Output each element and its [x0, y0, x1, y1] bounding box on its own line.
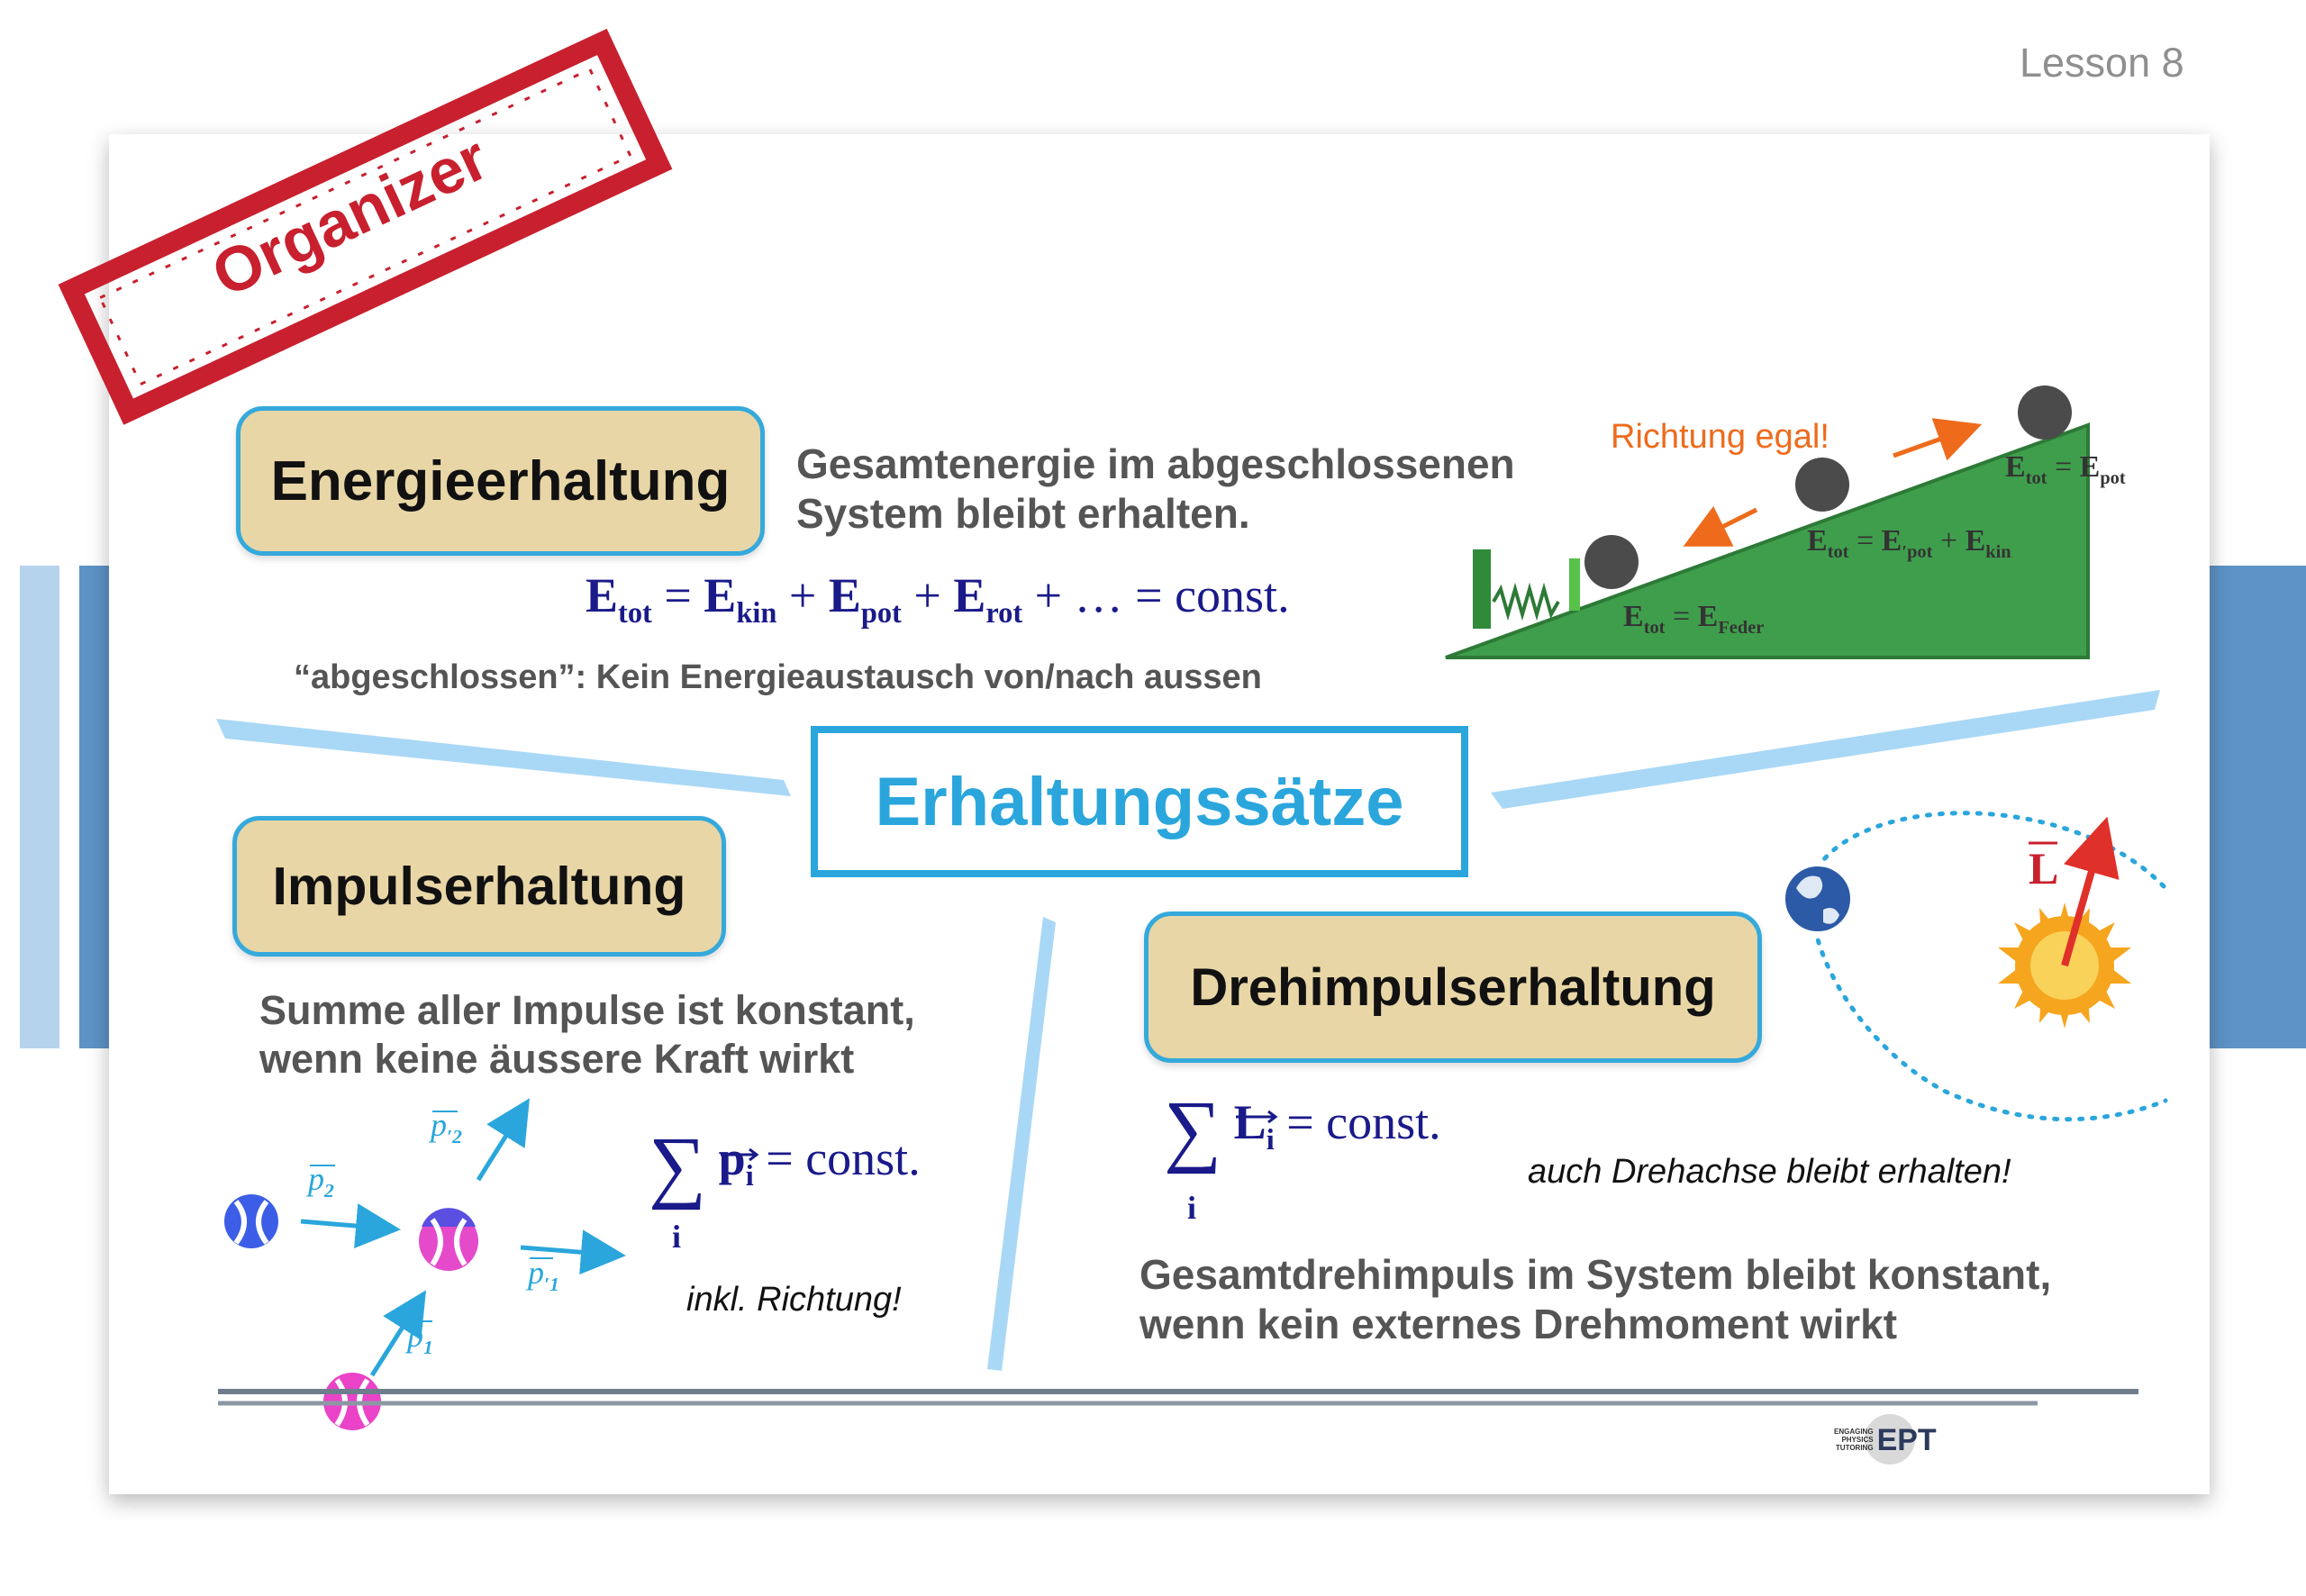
momentum-note: inkl. Richtung! — [686, 1281, 902, 1319]
ept-logo-mark: EPT — [1876, 1423, 1937, 1457]
momentum-desc-line2: wenn keine äussere Kraft wirkt — [259, 1036, 855, 1082]
arrow-orange-down — [1683, 505, 1758, 547]
angular-formula: ∑ Li = const. — [1164, 1085, 1441, 1174]
ball-bottom — [1584, 535, 1639, 589]
vector-p2: p2 — [308, 1161, 334, 1202]
vector-L-label: L — [2029, 843, 2059, 893]
orbit-path — [1809, 811, 2168, 1122]
slide-title: Erhaltungssätze — [875, 763, 1404, 840]
earth-icon — [1780, 861, 1856, 937]
connector-left — [216, 719, 791, 796]
momentum-desc-line1: Summe aller Impulse ist konstant, — [259, 987, 915, 1033]
right-stripe-dark — [2205, 566, 2306, 1048]
angular-desc-line1: Gesamtdrehimpuls im System bleibt konsta… — [1139, 1251, 2052, 1298]
angular-sum-index: i — [1187, 1190, 1197, 1226]
energy-formula: Etot = Ekin + Epot + Erot + … = const. — [586, 568, 1290, 630]
ept-logo: ENGAGING PHYSICS TUTORING EPT — [1834, 1423, 1937, 1458]
angular-desc-line2: wenn kein externes Drehmoment wirkt — [1139, 1301, 1898, 1348]
incline-diagram — [1445, 385, 2090, 659]
ball-blue-icon — [224, 1194, 278, 1248]
momentum-description: Summe aller Impulse ist konstant, wenn k… — [259, 986, 915, 1084]
connector-middle — [987, 917, 1056, 1371]
logo-circle — [1865, 1414, 1915, 1465]
ball-middle — [1795, 458, 1849, 512]
angular-note: auch Drehachse bleibt erhalten! — [1528, 1153, 2011, 1191]
title-box: Erhaltungssätze — [811, 726, 1468, 877]
heading-drehimpulserhaltung-label: Drehimpulserhaltung — [1190, 957, 1716, 1017]
organizer-stamp — [58, 28, 673, 425]
energy-description: Gesamtenergie im abgeschlossenen System … — [796, 440, 1515, 539]
spring-plate — [1569, 558, 1580, 611]
connector-right — [1491, 690, 2160, 809]
label-top: Etot = Epot — [2005, 450, 2126, 488]
orbit-diagram — [1780, 811, 2168, 1122]
energy-desc-line1: Gesamtenergie im abgeschlossenen — [796, 440, 1515, 487]
energy-desc-line2: System bleibt erhalten. — [796, 490, 1250, 538]
direction-label: Richtung egal! — [1611, 418, 1829, 456]
heading-energieerhaltung-label: Energieerhaltung — [270, 449, 731, 512]
vector-p2-prime: p′2 — [431, 1107, 462, 1148]
angular-description: Gesamtdrehimpuls im System bleibt konsta… — [1139, 1250, 2051, 1349]
spring-wall — [1473, 549, 1491, 629]
ball-center-icon — [419, 1208, 478, 1271]
label-bottom: Etot = EFeder — [1623, 600, 1765, 638]
vector-p1-prime: p′1 — [528, 1255, 559, 1296]
heading-drehimpulserhaltung: Drehimpulserhaltung — [1144, 911, 1762, 1063]
heading-energieerhaltung: Energieerhaltung — [236, 406, 765, 556]
energy-closed-note: “abgeschlossen”: Kein Energieaustausch v… — [294, 658, 1262, 696]
lesson-label: Lesson 8 — [2020, 40, 2184, 86]
left-stripe-light — [20, 566, 59, 1048]
heading-impulserhaltung: Impulserhaltung — [232, 816, 726, 957]
vector-p1: p1 — [407, 1318, 433, 1359]
momentum-formula: ∑ pi = const. — [649, 1121, 921, 1211]
ramp — [1445, 422, 2090, 659]
arrow-orange-up — [1893, 418, 1983, 461]
ball-top — [2018, 385, 2072, 440]
vector-arrows — [310, 1111, 553, 1322]
ept-logo-small-text: ENGAGING PHYSICS TUTORING — [1834, 1428, 1874, 1452]
spring-coil — [1492, 582, 1560, 621]
formula-vector-arrows — [721, 1110, 1278, 1162]
heading-impulserhaltung-label: Impulserhaltung — [272, 857, 686, 916]
angular-momentum-arrow — [2061, 816, 2120, 967]
label-middle: Etot = E′pot + Ekin — [1807, 524, 2011, 562]
momentum-sum-index: i — [672, 1219, 682, 1255]
